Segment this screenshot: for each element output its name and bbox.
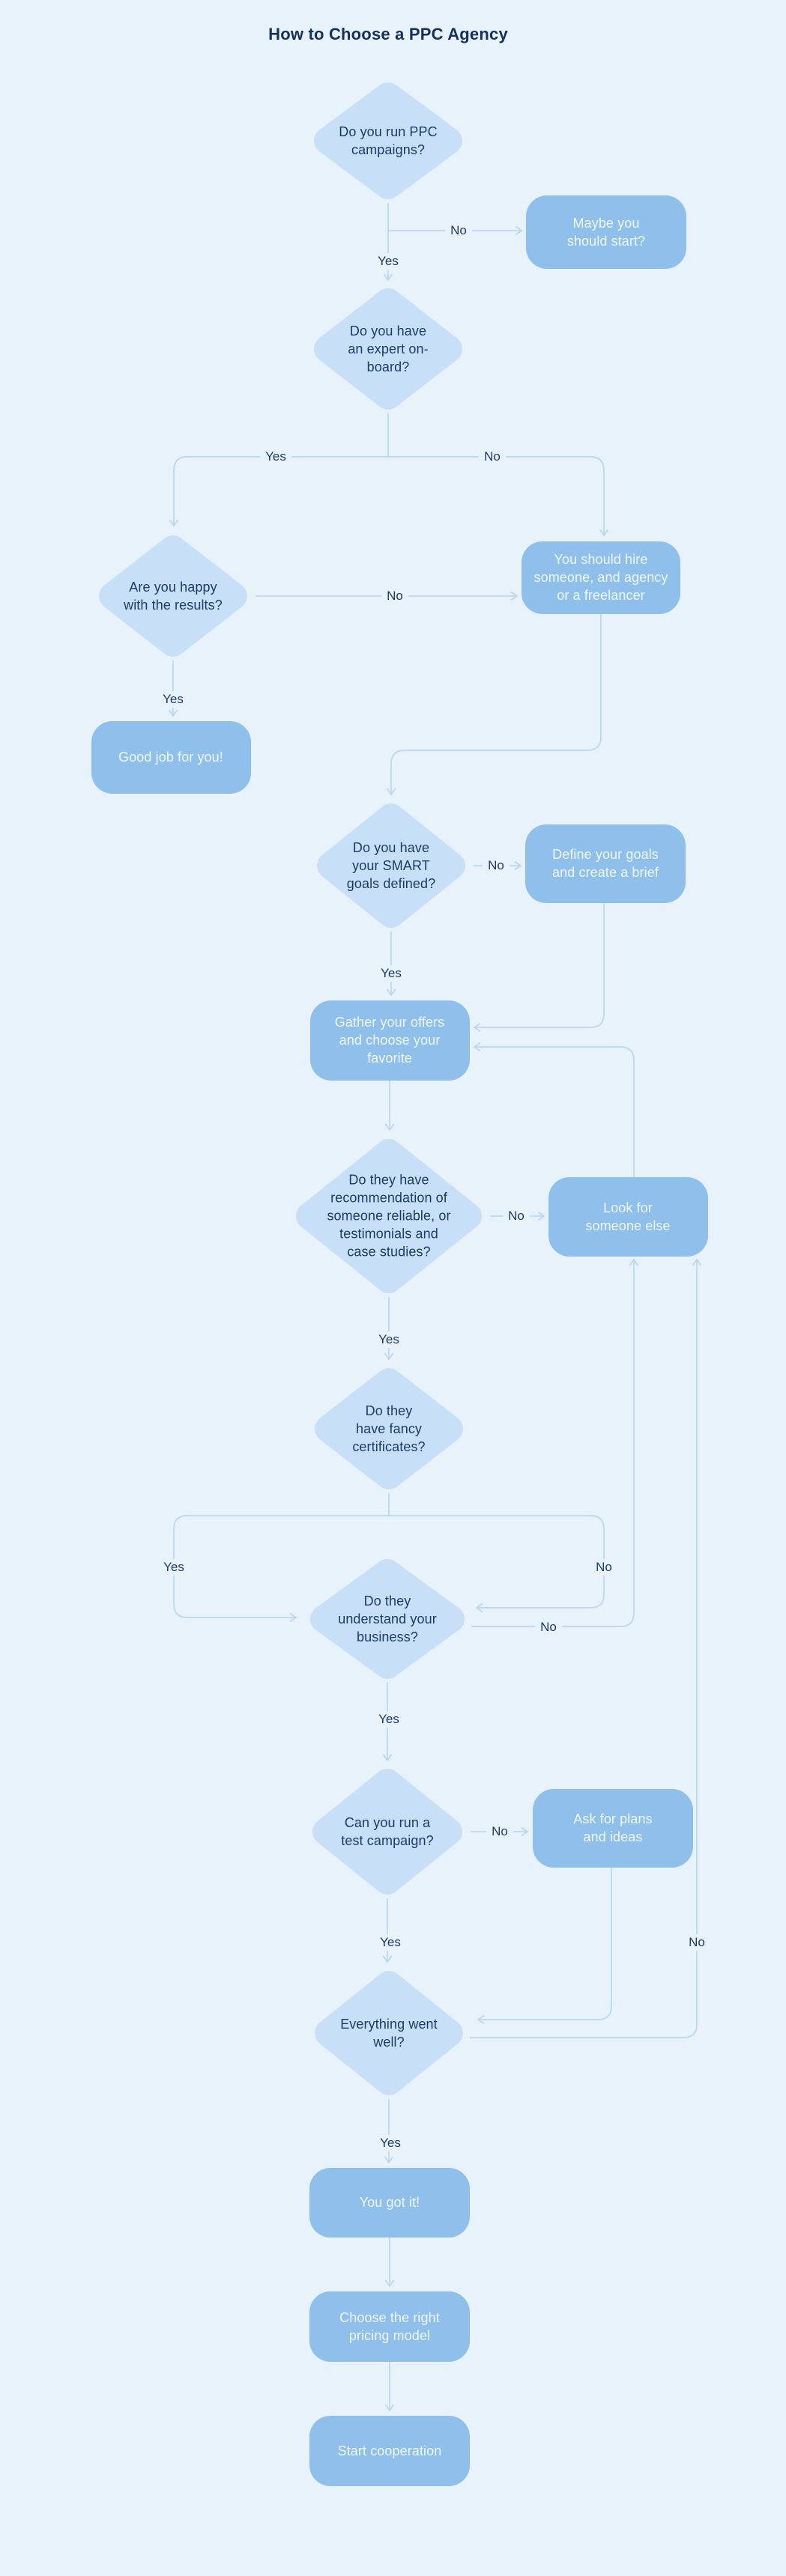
edge-label-happy-yes: Yes xyxy=(157,691,189,708)
box-ask-plans xyxy=(533,1789,693,1868)
edge-label-certificates-no: No xyxy=(590,1559,617,1576)
edge-wentwell-no xyxy=(470,1258,702,2038)
node-recommendation-text: Do they have recommendation of someone r… xyxy=(327,1172,451,1260)
edge-label-expert-no: No xyxy=(479,449,506,465)
diamond-recommendation xyxy=(296,1139,482,1293)
edge-label-test-no: No xyxy=(486,1823,513,1840)
node-define-goals-text: Define your goals and create a brief xyxy=(552,846,659,880)
node-smart-goals-text: Do you have your SMART goals defined? xyxy=(346,839,436,892)
node-understand-text: Do they understand your business? xyxy=(338,1593,437,1645)
edge-define-gather xyxy=(473,903,605,1033)
diamond-test-campaign xyxy=(312,1769,462,1895)
node-expert-text: Do you have an expert on-board? xyxy=(348,323,429,375)
edge-label-understand-yes: Yes xyxy=(373,1711,405,1728)
edge-label-wentwell-no: No xyxy=(683,1934,710,1951)
edge-label-wentwell-yes: Yes xyxy=(375,2135,406,2151)
diamond-happy xyxy=(99,535,247,657)
edge-expert-yes xyxy=(169,413,389,527)
diamond-understand xyxy=(310,1559,465,1679)
node-you-got-it-text: You got it! xyxy=(359,2194,420,2210)
edge-label-runppc-no: No xyxy=(445,222,472,239)
node-happy-text: Are you happy with the results? xyxy=(124,579,223,613)
edge-label-certificates-yes: Yes xyxy=(158,1559,190,1576)
edge-label-expert-yes: Yes xyxy=(260,449,291,465)
node-went-well-text: Everything went well? xyxy=(340,2016,438,2050)
diamond-certificates xyxy=(315,1368,463,1489)
node-certificates-text: Do they have fancy certificates? xyxy=(352,1403,426,1455)
node-ask-plans-text: Ask for plans and ideas xyxy=(573,1811,653,1844)
box-define-goals xyxy=(525,824,686,903)
edge-understand-no xyxy=(471,1258,639,1627)
box-hire-someone xyxy=(522,541,680,614)
diamond-expert xyxy=(314,288,462,410)
node-run-ppc-text: Do you run PPC campaigns? xyxy=(339,124,438,157)
box-you-got-it xyxy=(309,2168,470,2238)
edge-label-recommendation-no: No xyxy=(503,1208,530,1224)
node-start-cooperation-text: Start cooperation xyxy=(337,2443,442,2458)
diamond-went-well xyxy=(315,1971,463,2095)
action-shapes xyxy=(91,195,708,2486)
node-pricing-model-text: Choose the right pricing model xyxy=(339,2309,440,2343)
node-hire-someone-text: You should hire someone, and agency or a… xyxy=(533,551,668,604)
node-good-job-text: Good job for you! xyxy=(118,749,223,765)
connectors xyxy=(168,203,702,2412)
node-gather-offers-text: Gather your offers and choose your favor… xyxy=(334,1014,445,1066)
node-look-someone-text: Look for someone else xyxy=(585,1200,671,1233)
node-maybe-start-text: Maybe you should start? xyxy=(566,215,646,249)
edge-label-recommendation-yes: Yes xyxy=(373,1331,405,1348)
box-start-cooperation xyxy=(309,2416,470,2486)
edge-label-test-yes: Yes xyxy=(375,1934,406,1951)
edge-label-smart-yes: Yes xyxy=(375,965,407,982)
box-gather-offers xyxy=(310,1000,470,1081)
box-look-someone-else xyxy=(548,1177,708,1257)
box-pricing-model xyxy=(309,2291,470,2362)
edge-expert-no xyxy=(388,456,609,537)
edge-label-happy-no: No xyxy=(381,588,408,604)
edge-ask-wentwell xyxy=(477,1868,612,2025)
edge-certificates-yes xyxy=(173,1493,390,1623)
edge-label-understand-no: No xyxy=(535,1619,562,1635)
box-good-job xyxy=(91,721,251,794)
box-maybe-start xyxy=(526,195,686,269)
edge-hire-smart xyxy=(386,614,602,796)
edge-label-smart-no: No xyxy=(483,857,510,874)
node-test-campaign-text: Can you run a test campaign? xyxy=(341,1814,434,1848)
edge-label-runppc-yes: Yes xyxy=(372,253,404,270)
page-title: How to Choose a PPC Agency xyxy=(268,25,508,43)
decision-shapes xyxy=(99,82,482,2095)
diamond-run-ppc xyxy=(314,82,462,199)
edge-look-gather xyxy=(473,1042,635,1177)
diamond-smart-goals xyxy=(317,804,465,928)
